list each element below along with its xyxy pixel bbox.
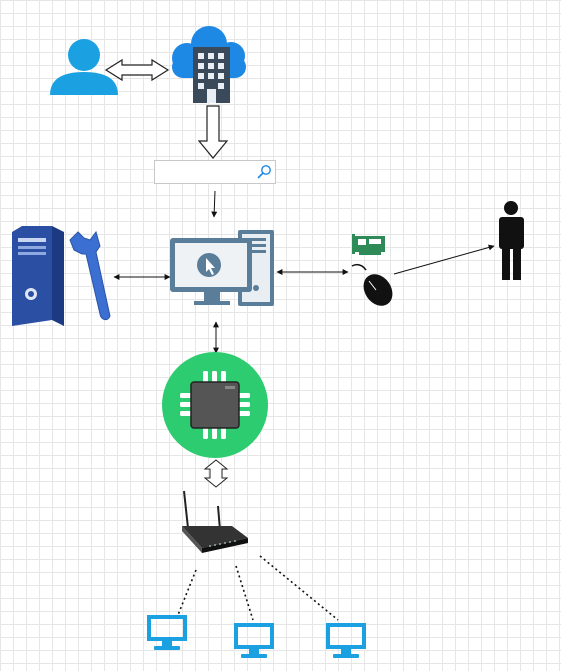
dotted-link-monitor-2: [235, 565, 254, 621]
connector-mouse-person[interactable]: [393, 244, 495, 275]
monitor-icon-1[interactable]: [147, 615, 187, 650]
search-input[interactable]: [159, 164, 259, 182]
connector-router-monitors[interactable]: [177, 555, 339, 621]
person-icon[interactable]: [499, 201, 524, 280]
wireless-router-icon[interactable]: [182, 490, 248, 553]
search-box[interactable]: [154, 160, 276, 184]
mouse-icon[interactable]: [351, 263, 398, 312]
user-icon[interactable]: [50, 39, 118, 95]
monitor-icon-3[interactable]: [326, 623, 366, 658]
dotted-link-monitor-3: [259, 555, 339, 621]
desktop-computer-icon[interactable]: [170, 230, 274, 306]
connector-search-computer[interactable]: [211, 190, 218, 218]
dotted-link-monitor-1: [177, 569, 197, 616]
connector-chip-router[interactable]: [203, 459, 229, 488]
network-card-icon[interactable]: [352, 234, 385, 255]
connector-cloud-search[interactable]: [197, 105, 229, 159]
server-maintenance-icon[interactable]: [12, 226, 111, 326]
monitor-icon-2[interactable]: [234, 623, 274, 658]
connector-user-cloud[interactable]: [104, 58, 170, 82]
search-icon[interactable]: [256, 164, 272, 180]
cloud-building-icon[interactable]: [172, 26, 246, 103]
processor-chip-icon[interactable]: [162, 352, 268, 458]
